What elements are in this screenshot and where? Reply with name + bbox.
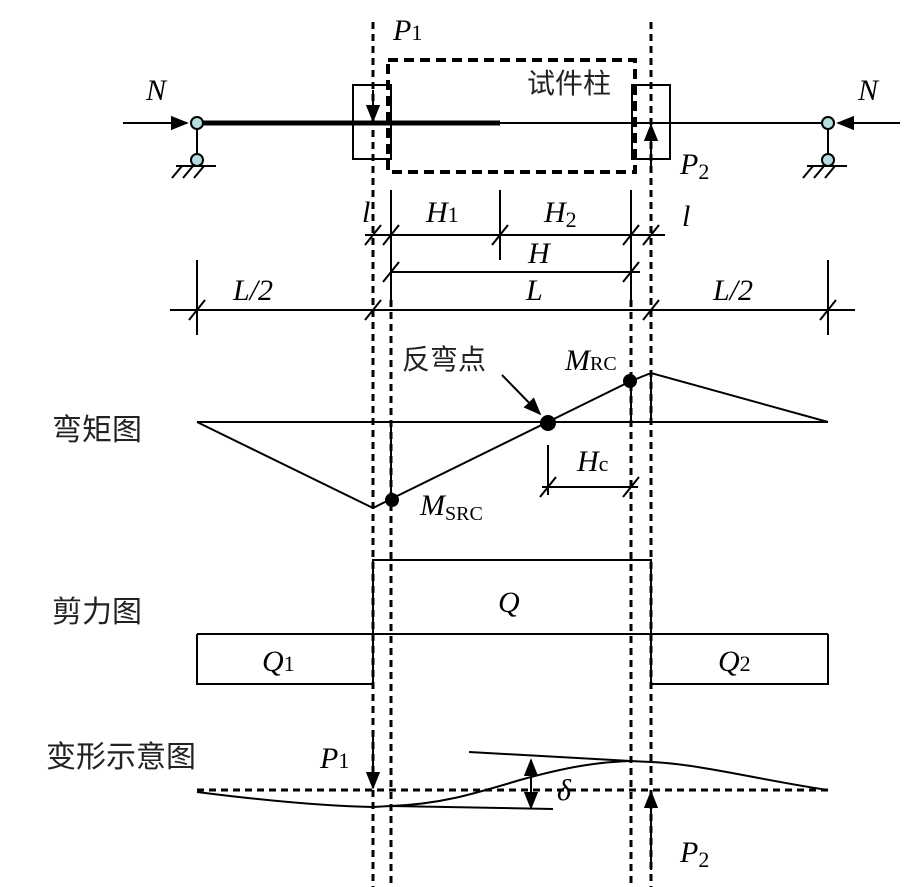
label-n-right: N	[857, 74, 880, 107]
point-m-rc	[623, 374, 637, 388]
dim-h: H	[527, 237, 552, 270]
dim-l-right: l	[682, 200, 690, 233]
label-q: Q	[498, 586, 520, 619]
label-q1: Q1	[262, 645, 295, 678]
shear-block-right	[650, 634, 829, 685]
pin-support-right	[802, 116, 847, 179]
moment-curve	[196, 371, 829, 510]
label-p2-deform: P2	[679, 836, 709, 872]
shear-block-center	[372, 559, 652, 634]
dim-half-right: L/2	[712, 274, 753, 307]
dim-l-total: L	[525, 274, 543, 307]
dimension-labels: l l H1 H2 H L L/2 L/2	[232, 196, 753, 307]
support-roller-icon	[190, 153, 204, 167]
label-m-rc: MRC	[564, 344, 617, 377]
point-inflection	[540, 415, 556, 431]
moment-diagram: 弯矩图 反弯点 MRC MSRC Hc	[52, 343, 829, 525]
dim-h1: H1	[425, 196, 459, 229]
deformed-curve	[196, 759, 829, 809]
shear-diagram: 剪力图 Q Q1 Q2	[52, 559, 829, 685]
specimen-label: 试件柱	[527, 67, 611, 100]
moment-title: 弯矩图	[52, 413, 142, 448]
specimen-box	[386, 58, 637, 174]
inflection-label: 反弯点	[402, 343, 486, 376]
tangent-top	[468, 751, 632, 762]
shear-block-left	[196, 634, 374, 685]
support-roller-icon	[821, 153, 835, 167]
label-delta: δ	[557, 774, 572, 807]
deformation-diagram: 变形示意图 δ P1 P2	[46, 730, 829, 872]
dim-h2: H2	[543, 196, 577, 232]
point-m-src	[385, 493, 399, 507]
load-stub-left	[352, 84, 392, 160]
label-q2: Q2	[718, 645, 751, 678]
label-p1-top: P1	[392, 14, 422, 47]
loading-setup: N N P1 P2 试件柱	[123, 14, 900, 184]
deform-title: 变形示意图	[46, 740, 196, 775]
label-hc: Hc	[576, 445, 609, 478]
support-hinge-icon	[821, 116, 835, 130]
label-p1-deform: P1	[319, 742, 349, 775]
shear-title: 剪力图	[52, 595, 142, 630]
dim-half-left: L/2	[232, 274, 273, 307]
guide-lines	[371, 22, 653, 887]
label-n-left: N	[145, 74, 168, 107]
inflection-pointer-arrow	[501, 374, 542, 416]
dim-l-left: l	[362, 196, 370, 229]
dimension-lines	[170, 190, 855, 335]
support-hinge-icon	[190, 116, 204, 130]
tangent-bottom	[390, 805, 554, 810]
pin-support-left	[171, 116, 216, 179]
label-m-src: MSRC	[419, 489, 483, 525]
dimension-ticks	[188, 224, 837, 321]
label-p2-top: P2	[679, 148, 709, 184]
